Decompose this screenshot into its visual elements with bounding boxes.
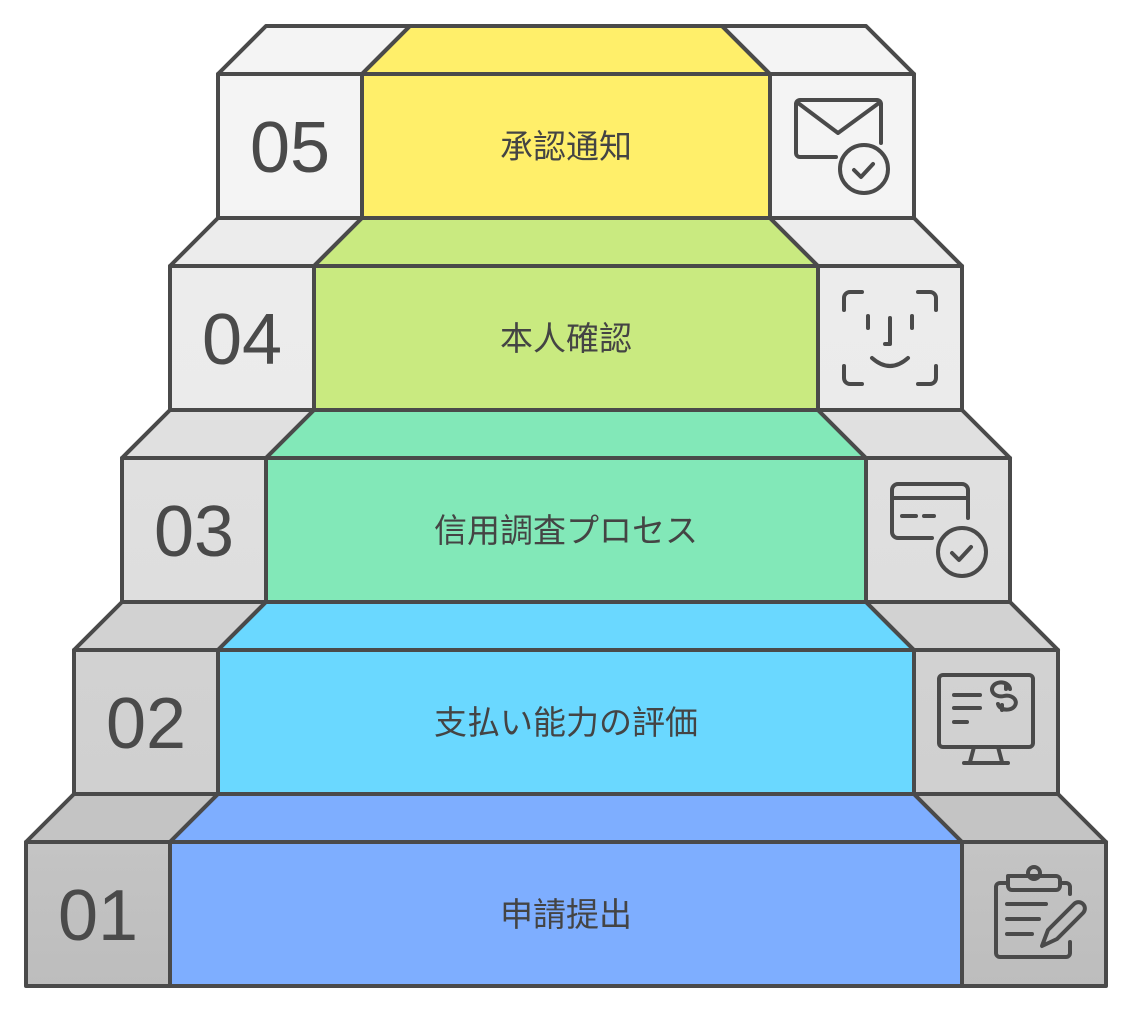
face-id-icon bbox=[842, 290, 938, 386]
step-top bbox=[216, 600, 916, 652]
step-label: 支払い能力の評価 bbox=[434, 703, 698, 742]
step-front bbox=[264, 456, 868, 604]
credit-card-check-icon bbox=[890, 482, 988, 578]
step-label: 承認通知 bbox=[500, 127, 632, 166]
step-number: 01 bbox=[58, 876, 138, 956]
step-number: 02 bbox=[106, 684, 186, 764]
step-top bbox=[264, 408, 868, 460]
step-04: 04 本人確認 bbox=[168, 216, 964, 412]
step-02: 02 支払い能力の評価 bbox=[72, 600, 1060, 796]
step-01: 01 申請提出 bbox=[24, 792, 1108, 988]
clipboard-pencil-icon bbox=[994, 865, 1087, 959]
step-05: 05 承認通知 bbox=[216, 24, 916, 220]
number-block bbox=[168, 264, 316, 412]
step-label: 申請提出 bbox=[500, 895, 632, 934]
monitor-dollar-icon bbox=[937, 673, 1035, 765]
number-block bbox=[24, 840, 172, 988]
icon-block bbox=[768, 72, 916, 220]
step-label: 信用調査プロセス bbox=[434, 511, 698, 550]
step-number: 04 bbox=[202, 300, 282, 380]
step-number: 05 bbox=[250, 108, 330, 188]
step-front bbox=[216, 648, 916, 796]
icon-block bbox=[864, 456, 1012, 604]
icon-block bbox=[912, 648, 1060, 796]
number-block bbox=[120, 456, 268, 604]
number-block bbox=[72, 648, 220, 796]
step-label: 本人確認 bbox=[500, 319, 632, 358]
step-front bbox=[168, 840, 964, 988]
step-number: 03 bbox=[154, 492, 234, 572]
step-03: 03 信用調査プロセス bbox=[120, 408, 1012, 604]
step-top bbox=[168, 792, 964, 844]
envelope-check-icon bbox=[794, 98, 890, 195]
step-top bbox=[360, 24, 772, 76]
step-front bbox=[360, 72, 772, 220]
number-block bbox=[216, 72, 364, 220]
step-top bbox=[312, 216, 820, 268]
